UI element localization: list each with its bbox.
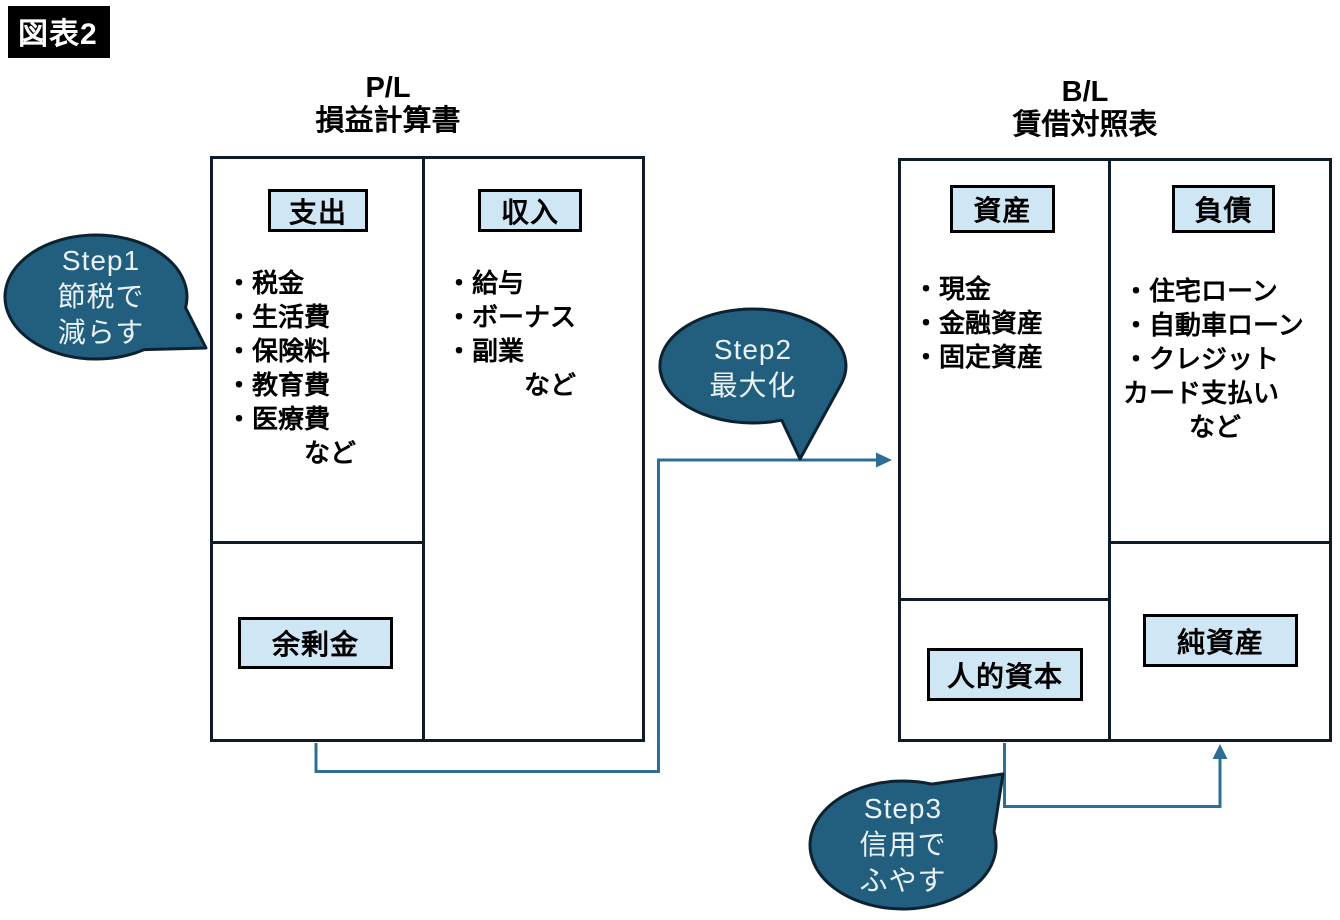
assets-label: 資産	[973, 195, 1032, 226]
human-capital-label: 人的資本	[946, 660, 1063, 692]
step3-line2: 信用で	[859, 829, 947, 860]
list-item: ・副業	[446, 336, 525, 366]
list-item: ・金融資産	[913, 308, 1044, 338]
pl-title-abbrev: P/L	[365, 72, 411, 104]
expense-list: ・税金 ・生活費 ・保険料 ・教育費 ・医療費 など	[226, 266, 356, 470]
list-item: ・給与	[446, 268, 525, 298]
list-item: ・税金	[226, 268, 305, 298]
figure-label: 図表2	[8, 6, 110, 58]
list-item: ・クレジット	[1123, 344, 1280, 374]
list-item-etc: など	[304, 438, 357, 468]
pl-title-name: 損益計算書	[315, 105, 461, 137]
pl-surplus-divider	[210, 541, 424, 544]
liability-list: ・住宅ローン ・自動車ローン ・クレジット カード支払い など	[1123, 274, 1304, 444]
pl-title: P/L 損益計算書	[238, 72, 538, 138]
human-capital-label-box: 人的資本	[927, 648, 1083, 701]
bl-net-assets-divider	[1108, 541, 1332, 544]
assets-label-box: 資産	[950, 185, 1055, 233]
step3-arrowhead	[1212, 744, 1228, 759]
list-item: ・住宅ローン	[1123, 276, 1278, 306]
step2-line1: Step2	[713, 334, 793, 365]
list-item-etc: など	[524, 370, 577, 400]
step1-bubble: Step1 節税で 減らす	[6, 243, 196, 351]
list-item: ・自動車ローン	[1123, 310, 1304, 340]
step3-bubble: Step3 信用で ふやす	[810, 791, 996, 899]
bl-column-divider	[1108, 158, 1111, 742]
list-item: ・固定資産	[913, 342, 1044, 372]
step3-bubble-shape	[808, 772, 1005, 911]
expense-label: 支出	[288, 196, 347, 228]
list-item: ・ボーナス	[446, 302, 577, 332]
pl-box	[210, 156, 645, 742]
income-label: 収入	[500, 196, 559, 228]
list-item: ・保険料	[226, 336, 331, 366]
asset-list: ・現金 ・金融資産 ・固定資産	[913, 272, 1043, 374]
step2-arrowhead	[876, 452, 892, 468]
step1-line2: 節税で	[57, 281, 145, 312]
net-assets-label-box: 純資産	[1143, 614, 1298, 667]
surplus-label-box: 余剰金	[238, 617, 393, 669]
bl-box	[898, 158, 1332, 742]
step1-line3: 減らす	[57, 317, 145, 348]
bl-title-abbrev: B/L	[1061, 76, 1109, 108]
step2-bubble-shape	[658, 307, 848, 461]
pl-column-divider	[422, 156, 425, 742]
step1-bubble-shape	[3, 233, 208, 361]
step2-line2: 最大化	[709, 370, 797, 401]
list-item: ・現金	[913, 274, 992, 304]
list-item: ・医療費	[226, 404, 331, 434]
list-item-etc: など	[1189, 412, 1242, 442]
list-item: ・教育費	[226, 370, 331, 400]
step2-bubble: Step2 最大化	[660, 332, 846, 404]
list-item: カード支払い	[1123, 378, 1280, 408]
step3-connector-line	[1003, 743, 1222, 808]
step2-connector-line	[314, 458, 877, 773]
net-assets-label: 純資産	[1176, 626, 1264, 658]
bl-title: B/L 賃借対照表	[935, 76, 1235, 142]
income-label-box: 収入	[478, 189, 582, 232]
surplus-label: 余剰金	[271, 629, 359, 660]
income-list: ・給与 ・ボーナス ・副業 など	[446, 266, 576, 402]
list-item: ・生活費	[226, 302, 331, 332]
liabilities-label: 負債	[1194, 195, 1253, 226]
bl-human-capital-divider	[898, 598, 1111, 601]
bl-title-name: 賃借対照表	[1012, 109, 1158, 141]
step1-line1: Step1	[61, 245, 141, 276]
step3-line3: ふやす	[859, 865, 947, 896]
step3-line1: Step3	[863, 793, 943, 824]
liabilities-label-box: 負債	[1172, 185, 1275, 233]
expense-label-box: 支出	[268, 189, 368, 232]
